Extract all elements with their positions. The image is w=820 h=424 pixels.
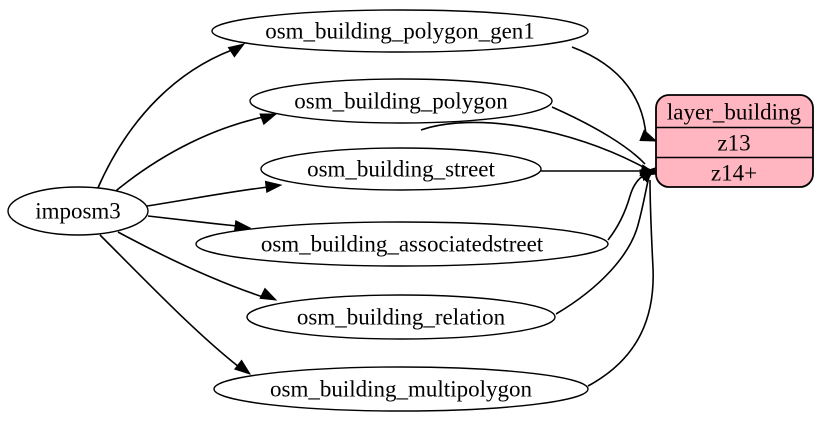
node-osm-building-associatedstreet: osm_building_associatedstreet [195, 221, 609, 267]
edge-polygon-to-z14-lower [420, 121, 646, 169]
node-osm-building-relation: osm_building_relation [246, 294, 556, 340]
node-osm-building-street: osm_building_street [260, 147, 542, 191]
arrowhead-group [227, 43, 659, 375]
arrowhead-street [264, 180, 283, 194]
node-layer-building: layer_building z13 z14+ [655, 94, 814, 188]
arrowhead-multipolygon [233, 359, 252, 375]
node-imposm3-label: imposm3 [35, 199, 121, 224]
node-layer-building-shape [655, 94, 814, 188]
edge-imposm3-to-street [146, 186, 269, 207]
node-imposm3-shape [7, 186, 149, 236]
edge-imposm3-to-polygon [111, 116, 264, 195]
node-osm-building-street-label: osm_building_street [307, 157, 495, 182]
edge-polygon-gen1-to-z13 [571, 46, 647, 136]
edge-imposm3-to-polygon-gen1 [96, 49, 233, 191]
arrowhead-z14-d [639, 164, 658, 177]
node-osm-building-multipolygon-shape [213, 366, 589, 412]
node-osm-building-associatedstreet-shape [195, 221, 609, 267]
layer-building-row-z13: z13 [717, 131, 750, 156]
arrowhead-z13 [639, 129, 658, 142]
edge-relation-to-z14 [555, 176, 650, 315]
node-osm-building-multipolygon: osm_building_multipolygon [213, 366, 589, 412]
node-osm-building-associatedstreet-label: osm_building_associatedstreet [261, 232, 544, 257]
edge-multipolygon-to-z14 [587, 179, 654, 387]
edge-associatedstreet-to-z14 [607, 173, 647, 241]
edge-imposm3-to-multipolygon [99, 234, 240, 368]
arrowhead-polygon [259, 113, 278, 126]
node-osm-building-polygon-label: osm_building_polygon [294, 89, 508, 114]
node-osm-building-polygon-gen1: osm_building_polygon_gen1 [211, 9, 589, 53]
arrowhead-polygon-gen1 [227, 43, 246, 58]
node-osm-building-polygon: osm_building_polygon [249, 78, 553, 124]
node-osm-building-street-shape [260, 147, 542, 191]
node-osm-building-relation-shape [246, 294, 556, 340]
arrowhead-relation [259, 287, 278, 301]
layer-building-title: layer_building [667, 100, 802, 125]
node-osm-building-polygon-gen1-label: osm_building_polygon_gen1 [265, 19, 535, 44]
layer-building-row-z14: z14+ [711, 161, 757, 186]
node-osm-building-polygon-shape [249, 78, 553, 124]
edge-imposm3-to-associatedstreet [147, 215, 238, 227]
edge-imposm3-to-relation [117, 231, 264, 298]
edge-group [96, 46, 654, 387]
node-osm-building-multipolygon-label: osm_building_multipolygon [270, 377, 532, 402]
edge-polygon-to-z14 [551, 106, 646, 165]
node-imposm3: imposm3 [7, 186, 149, 236]
node-osm-building-polygon-gen1-shape [211, 9, 589, 53]
node-osm-building-relation-label: osm_building_relation [297, 305, 506, 330]
